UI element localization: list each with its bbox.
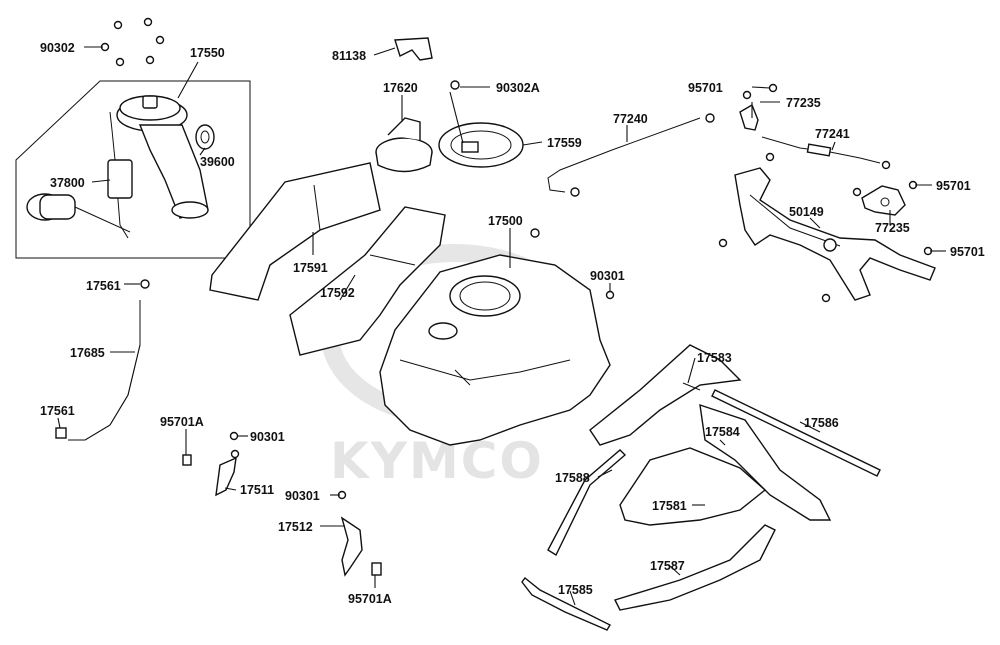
cable-77241 xyxy=(761,136,891,170)
label-17620: 17620 xyxy=(383,81,418,95)
bracket-17512 xyxy=(337,490,382,577)
label-90301-b: 90301 xyxy=(285,489,320,503)
strip-17585 xyxy=(521,577,611,631)
strip-17586 xyxy=(711,389,881,477)
label-90302: 90302 xyxy=(40,41,75,55)
lever-77235-top xyxy=(739,90,759,131)
label-17588: 17588 xyxy=(555,471,590,485)
label-37800: 37800 xyxy=(50,176,85,190)
pad-17583 xyxy=(589,344,742,446)
label-77235-top: 77235 xyxy=(786,96,821,110)
label-95701-right: 95701 xyxy=(950,245,985,259)
label-17584: 17584 xyxy=(705,425,740,439)
label-17511: 17511 xyxy=(240,483,274,497)
label-17550: 17550 xyxy=(190,46,225,60)
label-17500: 17500 xyxy=(488,214,523,228)
label-17587: 17587 xyxy=(650,559,685,573)
label-77235-mid: 77235 xyxy=(875,221,910,235)
bracket-81138 xyxy=(394,37,433,61)
label-17591: 17591 xyxy=(293,261,328,275)
label-95701-top: 95701 xyxy=(688,81,723,95)
fuel-pump-assembly xyxy=(15,80,251,259)
label-50149: 50149 xyxy=(789,205,824,219)
bracket-17511 xyxy=(182,431,240,497)
label-17581: 17581 xyxy=(652,499,687,513)
bolts-95701 xyxy=(768,83,933,256)
label-17592: 17592 xyxy=(320,286,355,300)
callout-labels: 90302 17550 39600 37800 81138 17620 9030… xyxy=(40,41,985,606)
label-95701-mid: 95701 xyxy=(936,179,971,193)
fuel-cap-17620 xyxy=(375,117,433,173)
fuel-tank-17500 xyxy=(379,228,615,446)
label-17586: 17586 xyxy=(804,416,839,430)
label-90301-tank: 90301 xyxy=(590,269,625,283)
label-77241: 77241 xyxy=(815,127,850,141)
label-17585: 17585 xyxy=(558,583,593,597)
pad-17592 xyxy=(289,206,446,356)
label-95701A-top: 95701A xyxy=(160,415,204,429)
bolt-set-90302 xyxy=(100,17,165,67)
cable-77240 xyxy=(547,113,715,197)
fuel-ring-17559 xyxy=(438,80,524,168)
label-17561-bot: 17561 xyxy=(40,404,75,418)
strip-17588 xyxy=(547,449,627,557)
label-39600: 39600 xyxy=(200,155,235,169)
hose-17685 xyxy=(55,279,150,441)
frame-50149 xyxy=(718,167,936,303)
lock-77235-mid xyxy=(861,185,906,216)
pad-17581 xyxy=(619,447,767,526)
leader-lines xyxy=(57,46,946,606)
label-95701A-bot: 95701A xyxy=(348,592,392,606)
label-90302A: 90302A xyxy=(496,81,540,95)
label-81138: 81138 xyxy=(332,49,366,63)
label-17583: 17583 xyxy=(697,351,732,365)
watermark-text: KYMCO xyxy=(330,432,544,490)
label-17685: 17685 xyxy=(70,346,105,360)
label-17559: 17559 xyxy=(547,136,582,150)
label-17561-top: 17561 xyxy=(86,279,121,293)
label-17512: 17512 xyxy=(278,520,313,534)
label-77240: 77240 xyxy=(613,112,648,126)
strip-17587 xyxy=(614,524,776,611)
label-90301-a: 90301 xyxy=(250,430,285,444)
pad-17584 xyxy=(699,403,832,521)
